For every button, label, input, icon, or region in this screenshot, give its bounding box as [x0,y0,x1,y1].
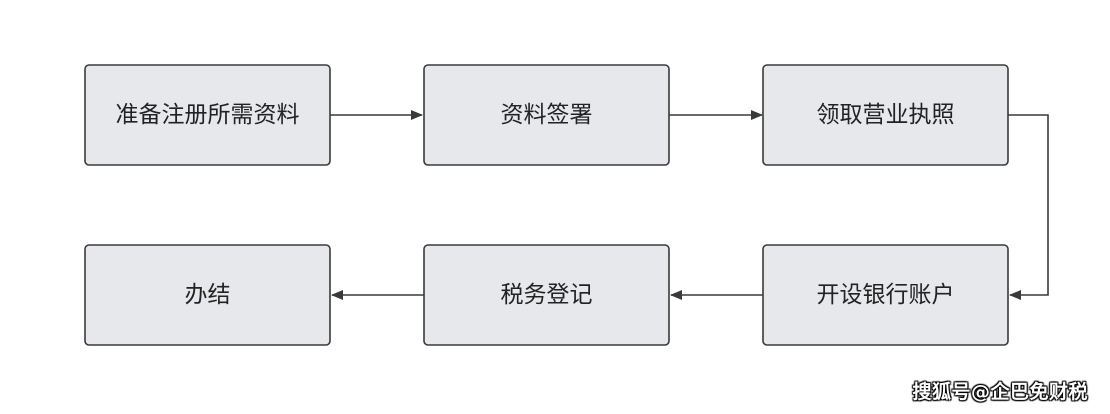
flow-node-label: 准备注册所需资料 [116,102,300,128]
edge-n3-n4 [1008,114,1049,300]
flow-node-label: 资料签署 [501,102,593,128]
flow-node-sign-materials: 资料签署 [423,64,670,166]
flow-node-business-license: 领取营业执照 [762,64,1009,166]
flow-node-prepare-materials: 准备注册所需资料 [84,64,331,166]
watermark: 搜狐号@企巴免财税 [912,381,1088,403]
flow-node-complete: 办结 [84,244,331,346]
flow-node-label: 税务登记 [501,282,593,308]
flow-node-tax-registration: 税务登记 [423,244,670,346]
flow-node-label: 办结 [185,282,231,308]
flow-node-bank-account: 开设银行账户 [762,244,1009,346]
flow-node-label: 领取营业执照 [817,102,955,128]
flow-node-label: 开设银行账户 [817,282,955,308]
